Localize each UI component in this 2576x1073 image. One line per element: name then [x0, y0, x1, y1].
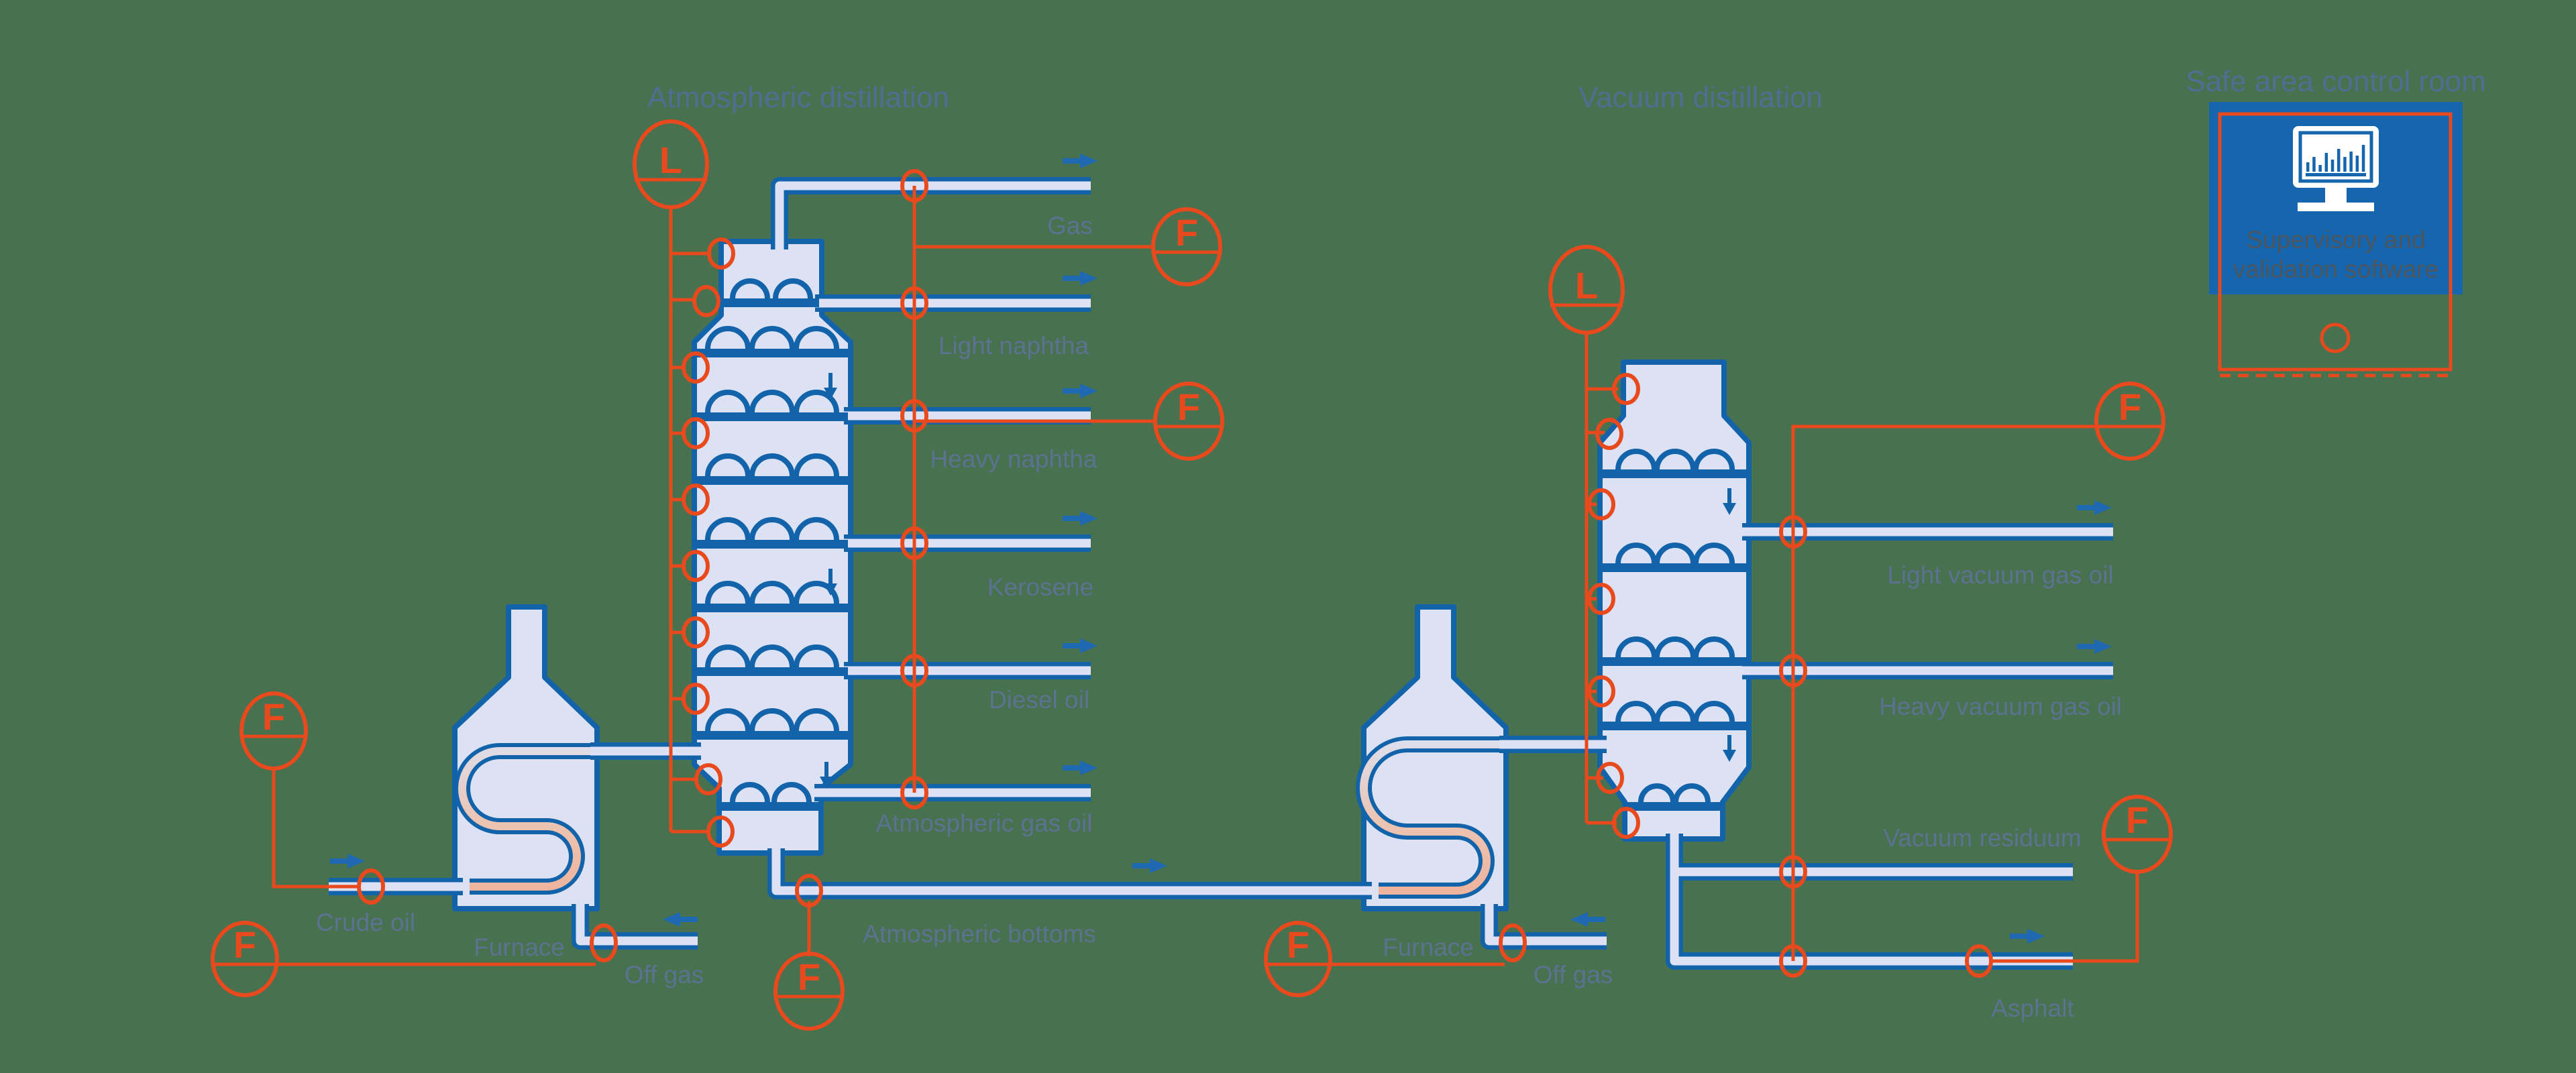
arrow-left-icon	[1570, 912, 1605, 927]
arrow-right-icon	[1063, 271, 1097, 286]
arrow-right-icon	[2010, 929, 2045, 944]
furnace-left-coil	[454, 743, 590, 895]
flow-letter: F	[262, 695, 285, 738]
flow-instrument-off-gas-right: F	[1264, 921, 1332, 997]
flow-instrument-off-gas-left: F	[211, 921, 279, 997]
control-room-software-line1: Supervisory and	[2246, 226, 2425, 253]
flow-letter: F	[1175, 211, 1198, 253]
flow-instrument-atmospheric-bottoms: F	[773, 952, 845, 1031]
label-heavy-naphtha: Heavy naphtha	[930, 445, 1097, 473]
label-furnace-right: Furnace	[1383, 934, 1474, 961]
label-kerosene: Kerosene	[987, 573, 1093, 601]
level-letter: L	[659, 139, 682, 181]
label-atmospheric-bottoms: Atmospheric bottoms	[863, 920, 1096, 948]
arrow-right-icon	[1063, 638, 1097, 653]
arrow-left-icon	[663, 912, 698, 927]
valve-circles	[357, 169, 1993, 978]
arrow-right-icon	[1063, 154, 1097, 168]
label-light-naphtha: Light naphtha	[938, 332, 1089, 359]
label-gas: Gas	[1047, 212, 1093, 239]
level-instrument-vacuum: L	[1548, 245, 1625, 335]
flow-instrument-asphalt: F	[2102, 795, 2173, 874]
label-crude-oil: Crude oil	[316, 909, 415, 936]
arrow-right-icon	[1063, 511, 1097, 526]
label-off-gas-right: Off gas	[1534, 961, 1613, 989]
monitor-chart-bars	[2306, 145, 2365, 172]
arrow-right-icon	[1063, 384, 1097, 398]
title-vacuum-distillation: Vacuum distillation	[1578, 81, 1823, 114]
stream-labels: Gas Light naphtha Heavy naphtha Kerosene…	[316, 212, 2122, 1022]
flow-instrument-gas: F	[1151, 207, 1222, 286]
flow-letter: F	[2126, 799, 2149, 841]
level-letter: L	[1575, 264, 1598, 306]
label-furnace-left: Furnace	[474, 934, 565, 961]
instrument-lines	[272, 186, 2139, 966]
label-light-vacuum-gas-oil: Light vacuum gas oil	[1887, 561, 2113, 589]
flow-letter: F	[1177, 386, 1200, 428]
furnace-right-coil	[1356, 736, 1499, 899]
level-instrument-atmospheric: L	[633, 119, 709, 209]
flow-letter: F	[2118, 386, 2141, 428]
flow-letter: F	[1287, 923, 1309, 966]
label-off-gas-left: Off gas	[625, 961, 704, 989]
arrow-right-icon	[1132, 858, 1167, 873]
atmospheric-column-trays	[697, 278, 848, 811]
control-room-outline	[2218, 112, 2453, 372]
signal-node-icon	[2320, 323, 2351, 353]
arrow-right-icon	[2077, 639, 2112, 654]
title-safe-area-control-room: Safe area control room	[2186, 65, 2486, 98]
title-atmospheric-distillation: Atmospheric distillation	[647, 81, 949, 114]
label-heavy-vacuum-gas-oil: Heavy vacuum gas oil	[1879, 693, 2122, 720]
vacuum-column-trays	[1603, 449, 1746, 811]
flow-letter: F	[798, 956, 820, 998]
label-asphalt: Asphalt	[1991, 995, 2074, 1022]
label-vacuum-residuum: Vacuum residuum	[1883, 824, 2081, 852]
flow-instrument-crude-oil: F	[239, 691, 308, 771]
flow-instrument-vacuum-top: F	[2094, 382, 2165, 461]
flow-letter: F	[233, 923, 256, 966]
flow-instrument-naphtha: F	[1153, 382, 1224, 461]
control-room: Supervisory and validation software	[2209, 102, 2463, 378]
arrow-right-icon	[330, 854, 365, 868]
arrow-right-icon	[1063, 760, 1097, 775]
control-room-software-line2: validation software	[2233, 256, 2438, 283]
label-diesel-oil: Diesel oil	[989, 686, 1089, 714]
label-atmospheric-gas-oil: Atmospheric gas oil	[876, 809, 1093, 837]
monitor-chart-icon	[2293, 126, 2379, 211]
arrow-right-icon	[2077, 500, 2112, 515]
pipes-inner	[329, 181, 2113, 966]
